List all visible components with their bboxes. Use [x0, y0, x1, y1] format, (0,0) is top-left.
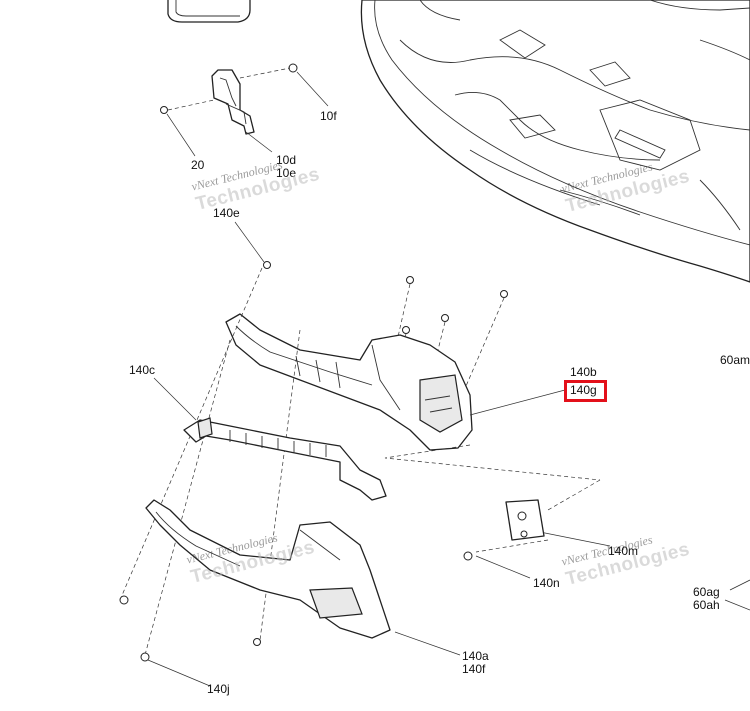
callout-20: 20	[191, 158, 205, 172]
callout-10e: 10e	[276, 166, 297, 180]
grab-handle-upper	[225, 313, 473, 451]
callout-140c: 140c	[129, 363, 156, 377]
callout-60ag: 60ag	[693, 585, 720, 599]
callout-140f: 140f	[462, 662, 486, 676]
callout-60am: 60am	[720, 353, 750, 367]
callout-140e: 140e	[213, 206, 240, 220]
clip-bracket-10d	[211, 69, 255, 135]
screws-upper	[263, 261, 508, 334]
bracket-140m	[505, 499, 545, 541]
screw-10f	[288, 63, 298, 73]
callout-140a: 140a	[462, 649, 489, 663]
callout-140b: 140b	[570, 365, 597, 379]
top-left-partial-part	[167, 0, 251, 23]
callout-10f: 10f	[320, 109, 337, 123]
seat-body-assembly	[360, 0, 750, 283]
callout-140m: 140m	[608, 544, 639, 558]
callout-10d: 10d	[276, 153, 297, 167]
right-partial-line	[729, 579, 750, 591]
handle-bar-140c	[183, 417, 387, 501]
screw-140n	[463, 551, 473, 561]
screw-20	[160, 106, 168, 114]
callout-140g[interactable]: 140g	[570, 383, 597, 397]
screws-lower	[119, 595, 261, 662]
callout-140n: 140n	[533, 576, 560, 590]
lower-cover-140a	[145, 499, 391, 639]
callout-60ah: 60ah	[693, 598, 720, 612]
highlight-box-140g	[564, 380, 607, 402]
callout-140j: 140j	[207, 682, 230, 696]
